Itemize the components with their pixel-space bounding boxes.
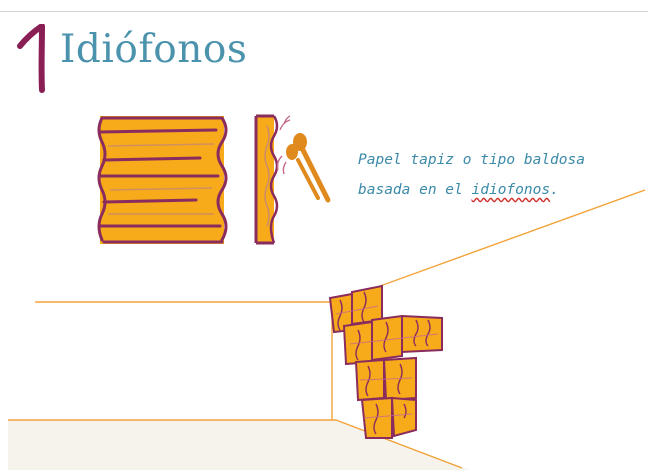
caption-text: Papel tapiz o tipo baldosa basada en el … bbox=[358, 145, 648, 205]
caption-line-1: Papel tapiz o tipo baldosa bbox=[358, 152, 585, 168]
tile-side-strip bbox=[254, 114, 279, 245]
floor bbox=[8, 420, 470, 470]
slide-title: Idiófonos bbox=[60, 27, 248, 72]
caption-keyword: idiofonos bbox=[471, 182, 551, 198]
wall-tiles bbox=[328, 284, 443, 439]
wooden-spoons-icon bbox=[276, 115, 331, 203]
caption-line-2: basada en el idiofonos. bbox=[358, 175, 648, 205]
caption-line-2-prefix: basada en el bbox=[358, 182, 472, 198]
caption-line-2-suffix: . bbox=[550, 182, 559, 198]
slide-number-glyph bbox=[17, 24, 45, 93]
folded-tile-panel bbox=[97, 116, 228, 244]
top-divider bbox=[0, 11, 648, 12]
room-lines bbox=[8, 189, 646, 469]
